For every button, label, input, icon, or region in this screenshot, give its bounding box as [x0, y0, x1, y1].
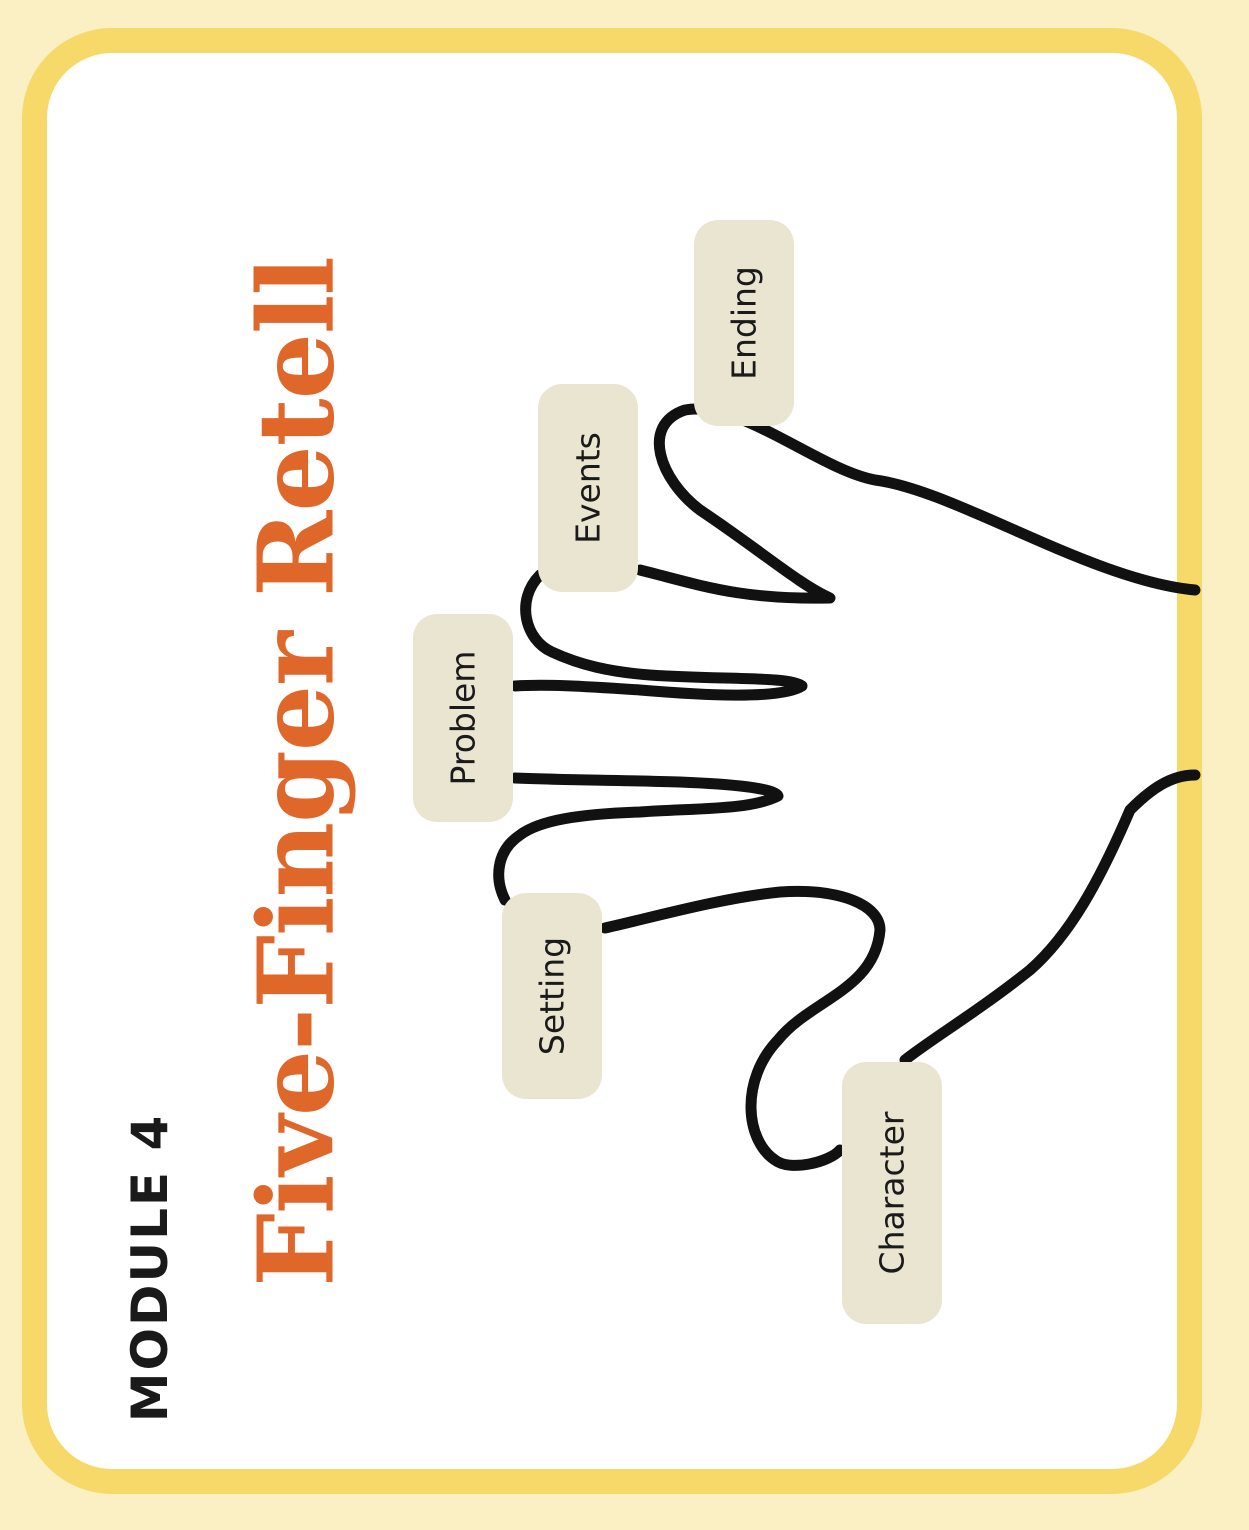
finger-label: Character [873, 1112, 912, 1275]
finger-tag-events: Events [538, 384, 638, 592]
finger-label: Problem [444, 651, 483, 786]
finger-tag-problem: Problem [413, 614, 513, 822]
finger-tag-character: Character [842, 1062, 942, 1324]
finger-tag-setting: Setting [502, 893, 602, 1099]
finger-tag-ending: Ending [694, 220, 794, 426]
finger-label: Ending [725, 266, 764, 380]
page-title: Five-Finger Retell [235, 257, 358, 1287]
module-label: MODULE 4 [121, 1114, 179, 1423]
finger-label: Setting [533, 937, 572, 1055]
finger-label: Events [569, 432, 608, 544]
